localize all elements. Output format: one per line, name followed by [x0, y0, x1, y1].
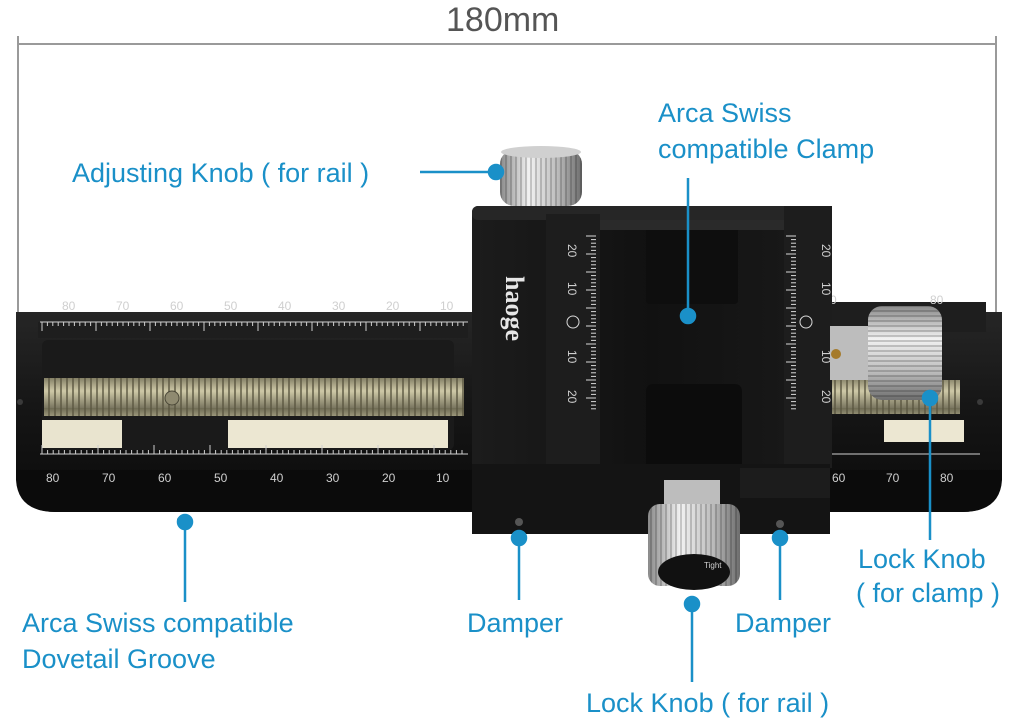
- rail-top-scale: 80 70 60 50 40 30 20 10 0 80: [40, 293, 944, 331]
- knob-tight-label: Tight: [704, 561, 722, 570]
- adjusting-knob: [500, 146, 582, 206]
- clamp-tick: 10: [819, 282, 833, 296]
- rail-top-tick: 10: [440, 299, 454, 313]
- label-dovetail-line2: Dovetail Groove: [22, 644, 216, 674]
- rail-bottom-right-tick: 60: [832, 471, 846, 485]
- clamp-tick: 10: [819, 350, 833, 364]
- label-damper-left: Damper: [467, 608, 564, 638]
- clamp-tick: 20: [819, 244, 833, 258]
- clamp-tick: 20: [819, 390, 833, 404]
- dimension-label: 180mm: [446, 1, 560, 39]
- rail-bottom-tick: 10: [436, 471, 450, 485]
- clamp-body: [472, 206, 832, 534]
- rail-top-right-tick: 80: [930, 293, 944, 307]
- rail-top-tick: 40: [278, 299, 292, 313]
- label-lock-rail: Lock Knob ( for rail ): [586, 688, 830, 718]
- dimension-line: [17, 36, 997, 330]
- lock-knob-rail: Tight: [648, 480, 740, 590]
- clamp-tick: 20: [565, 244, 579, 258]
- rail-bottom-scale: 80 70 60 50 40 30 20 10 60 70 80: [40, 445, 980, 485]
- label-damper-right: Damper: [735, 608, 832, 638]
- clamp-scale-right: 20 10 10 20: [819, 244, 833, 404]
- rail-top-tick: 70: [116, 299, 130, 313]
- label-clamp-line1: Arca Swiss: [658, 98, 792, 128]
- rail-top-tick: 60: [170, 299, 184, 313]
- rail-bottom-tick: 70: [102, 471, 116, 485]
- label-dovetail-line1: Arca Swiss compatible: [22, 608, 294, 638]
- rail-bottom-tick: 40: [270, 471, 284, 485]
- clamp-tick: 10: [565, 282, 579, 296]
- rail-bottom-tick: 50: [214, 471, 228, 485]
- rail-top-tick: 50: [224, 299, 238, 313]
- rail-bottom-tick: 80: [46, 471, 60, 485]
- rail-bottom-tick: 20: [382, 471, 396, 485]
- rail-bottom-tick: 60: [158, 471, 172, 485]
- clamp-tick: 20: [565, 390, 579, 404]
- label-clamp-line2: compatible Clamp: [658, 134, 875, 164]
- leader-lines: [176, 163, 939, 682]
- clamp-tick: 10: [565, 350, 579, 364]
- label-adjusting-knob: Adjusting Knob ( for rail ): [72, 158, 370, 188]
- rail-top-tick: 20: [386, 299, 400, 313]
- rail-bottom-tick: 30: [326, 471, 340, 485]
- label-lock-clamp-line1: Lock Knob: [858, 544, 986, 574]
- clamp-scale-left: 20 10 10 20: [565, 244, 579, 404]
- rail-top-tick: 80: [62, 299, 76, 313]
- label-lock-clamp-line2: ( for clamp ): [856, 578, 1001, 608]
- lock-knob-clamp: [830, 306, 942, 400]
- rail-top-right-tick: 0: [830, 293, 837, 307]
- rail-top-tick: 30: [332, 299, 346, 313]
- rail-bottom-right-tick: 80: [940, 471, 954, 485]
- rail-bottom-right-tick: 70: [886, 471, 900, 485]
- brand-logo: haoge: [500, 276, 529, 341]
